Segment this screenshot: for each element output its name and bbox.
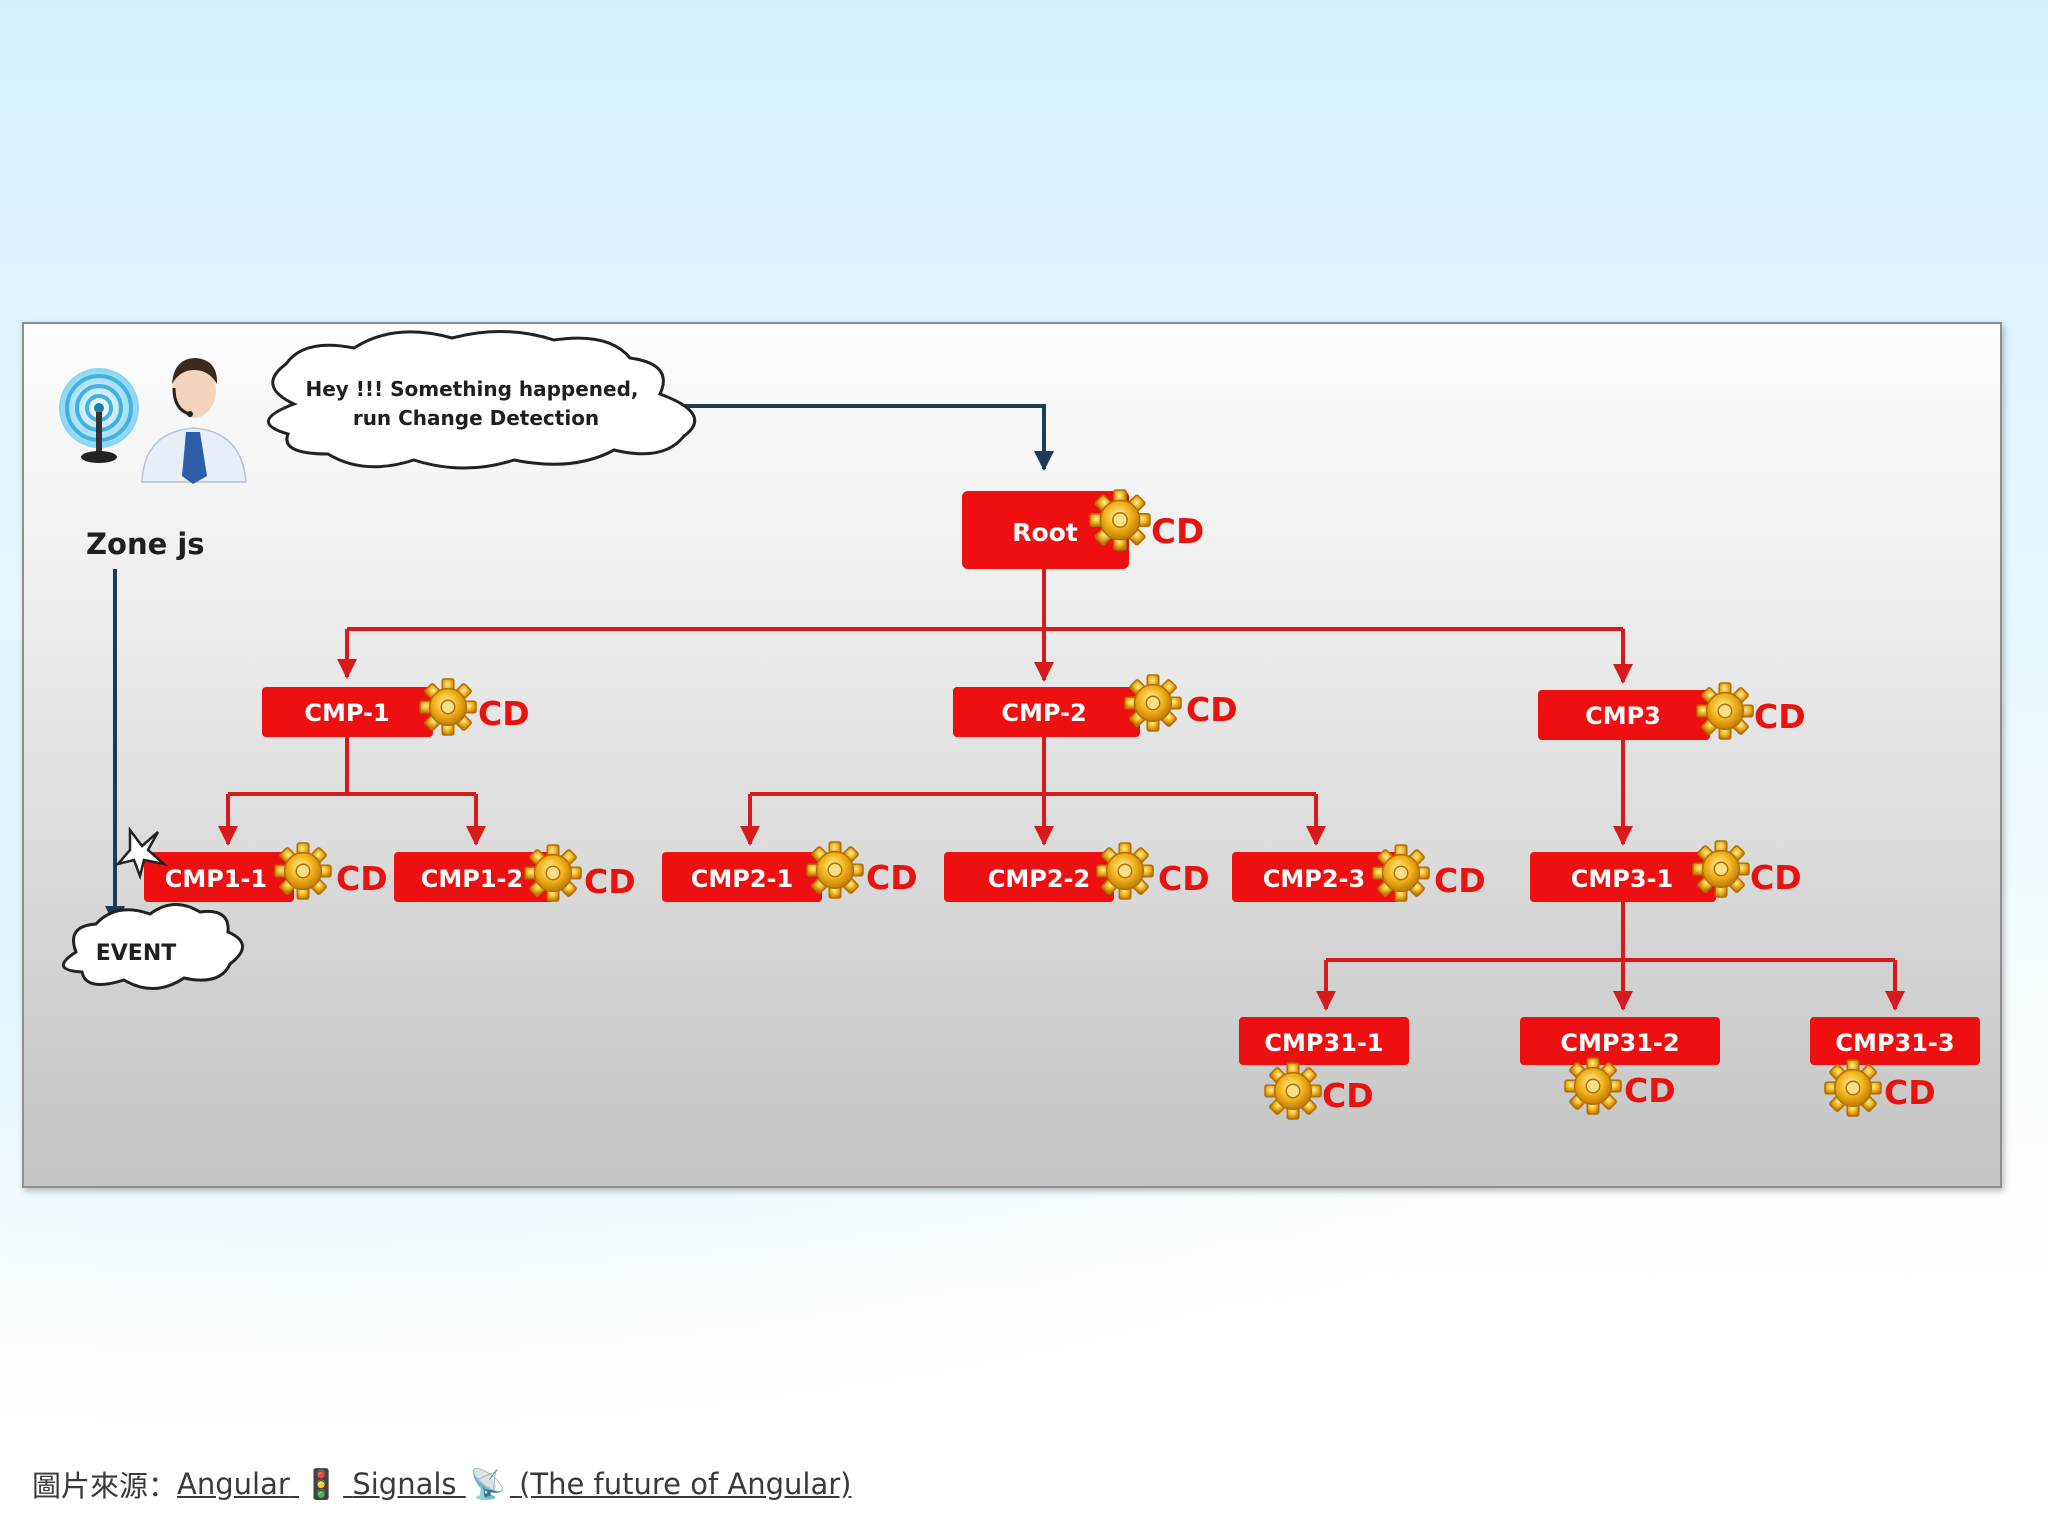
caption-prefix: 圖片來源： [32, 1469, 178, 1503]
node-cmp2-3-label: CMP2-3 [1263, 865, 1365, 893]
cd-label: CD [1754, 697, 1806, 736]
source-link[interactable]: Angular 🚦 Signals 📡 (The future of Angul… [177, 1466, 852, 1501]
gear-icon [1096, 842, 1154, 900]
node-cmp1-2-label: CMP1-2 [421, 865, 523, 893]
bubble-to-root-arrow [664, 404, 1054, 471]
node-cmp-2: CMP-2 CD [953, 674, 1238, 737]
gear-icon [1824, 1059, 1882, 1117]
event-bubble: EVENT [62, 903, 244, 990]
node-cmp3-1-label: CMP3-1 [1571, 865, 1673, 893]
zone-js-label: Zone js [86, 527, 205, 561]
node-cmp1-2: CMP1-2 CD [394, 844, 636, 902]
image-source-caption: 圖片來源： Angular 🚦 Signals 📡 (The future of… [32, 1464, 851, 1504]
cd-label: CD [1884, 1073, 1936, 1112]
edge-cmp-1-children [228, 737, 476, 796]
gear-icon [1264, 1062, 1322, 1120]
gear-icon [1696, 682, 1754, 740]
gear-icon [419, 678, 477, 736]
cd-label: CD [584, 862, 636, 901]
node-cmp31-3-label: CMP31-3 [1835, 1029, 1954, 1057]
node-cmp2-2: CMP2-2 CD [944, 842, 1210, 902]
node-cmp31-1-label: CMP31-1 [1264, 1029, 1383, 1057]
cd-label: CD [1750, 858, 1802, 897]
node-cmp31-2: CMP31-2 CD [1520, 1017, 1720, 1115]
node-cmp-2-label: CMP-2 [1001, 699, 1086, 727]
node-cmp-1-label: CMP-1 [304, 699, 389, 727]
node-root-label: Root [1012, 518, 1078, 547]
node-cmp-1: CMP-1 CD [262, 678, 530, 737]
node-root: Root CD [962, 489, 1204, 569]
cd-label: CD [1186, 690, 1238, 729]
gear-icon [524, 844, 582, 902]
speech-bubble-line1: Hey !!! Something happened, [306, 377, 639, 401]
change-detection-diagram: Root CD CMP-1 CD CMP-2 CD CMP3 CD CMP1-1 [22, 322, 2002, 1188]
node-cmp2-3: CMP2-3 CD [1232, 844, 1486, 902]
node-cmp31-3: CMP31-3 CD [1810, 1017, 1980, 1117]
gear-icon [1089, 489, 1151, 551]
node-cmp3-label: CMP3 [1585, 702, 1661, 730]
node-cmp3-1: CMP3-1 CD [1530, 840, 1802, 902]
gear-icon [1372, 844, 1430, 902]
satellite-dish-icon: 📡 [469, 1466, 506, 1501]
tree-connectors [218, 569, 1905, 1011]
cd-label: CD [1151, 512, 1204, 552]
gear-icon [1564, 1057, 1622, 1115]
cd-label: CD [1434, 861, 1486, 900]
gear-icon [274, 842, 332, 900]
wifi-antenna-icon [59, 368, 139, 463]
cd-label: CD [478, 694, 530, 733]
cd-label: CD [336, 859, 388, 898]
cd-label: CD [1322, 1076, 1374, 1115]
edge-cmp3-1-children [1326, 902, 1895, 962]
cd-label: CD [1624, 1071, 1676, 1110]
person-headset-icon [141, 358, 247, 484]
zone-signal-arrows [105, 404, 1054, 926]
node-cmp2-1-label: CMP2-1 [691, 865, 793, 893]
event-label: EVENT [96, 941, 177, 966]
node-cmp2-1: CMP2-1 CD [662, 841, 918, 902]
edge-cmp-2-children [750, 737, 1316, 796]
gear-icon [1124, 674, 1182, 732]
spark-icon [114, 826, 169, 881]
speech-bubble: Hey !!! Something happened, run Change D… [266, 329, 697, 470]
traffic-light-icon: 🚦 [303, 1466, 340, 1501]
node-cmp1-1-label: CMP1-1 [165, 865, 267, 893]
gear-icon [806, 841, 864, 899]
node-cmp31-1: CMP31-1 CD [1239, 1017, 1409, 1120]
gear-icon [1692, 840, 1750, 898]
edge-root-children [347, 569, 1623, 631]
node-cmp31-2-label: CMP31-2 [1560, 1029, 1679, 1057]
node-cmp3: CMP3 CD [1538, 682, 1806, 740]
cd-label: CD [866, 858, 918, 897]
diagram-canvas: Root CD CMP-1 CD CMP-2 CD CMP3 CD CMP1-1 [59, 329, 1980, 1120]
node-cmp1-1: CMP1-1 CD [144, 842, 388, 902]
speech-bubble-line2: run Change Detection [353, 406, 599, 430]
node-cmp2-2-label: CMP2-2 [988, 865, 1090, 893]
cd-label: CD [1158, 859, 1210, 898]
